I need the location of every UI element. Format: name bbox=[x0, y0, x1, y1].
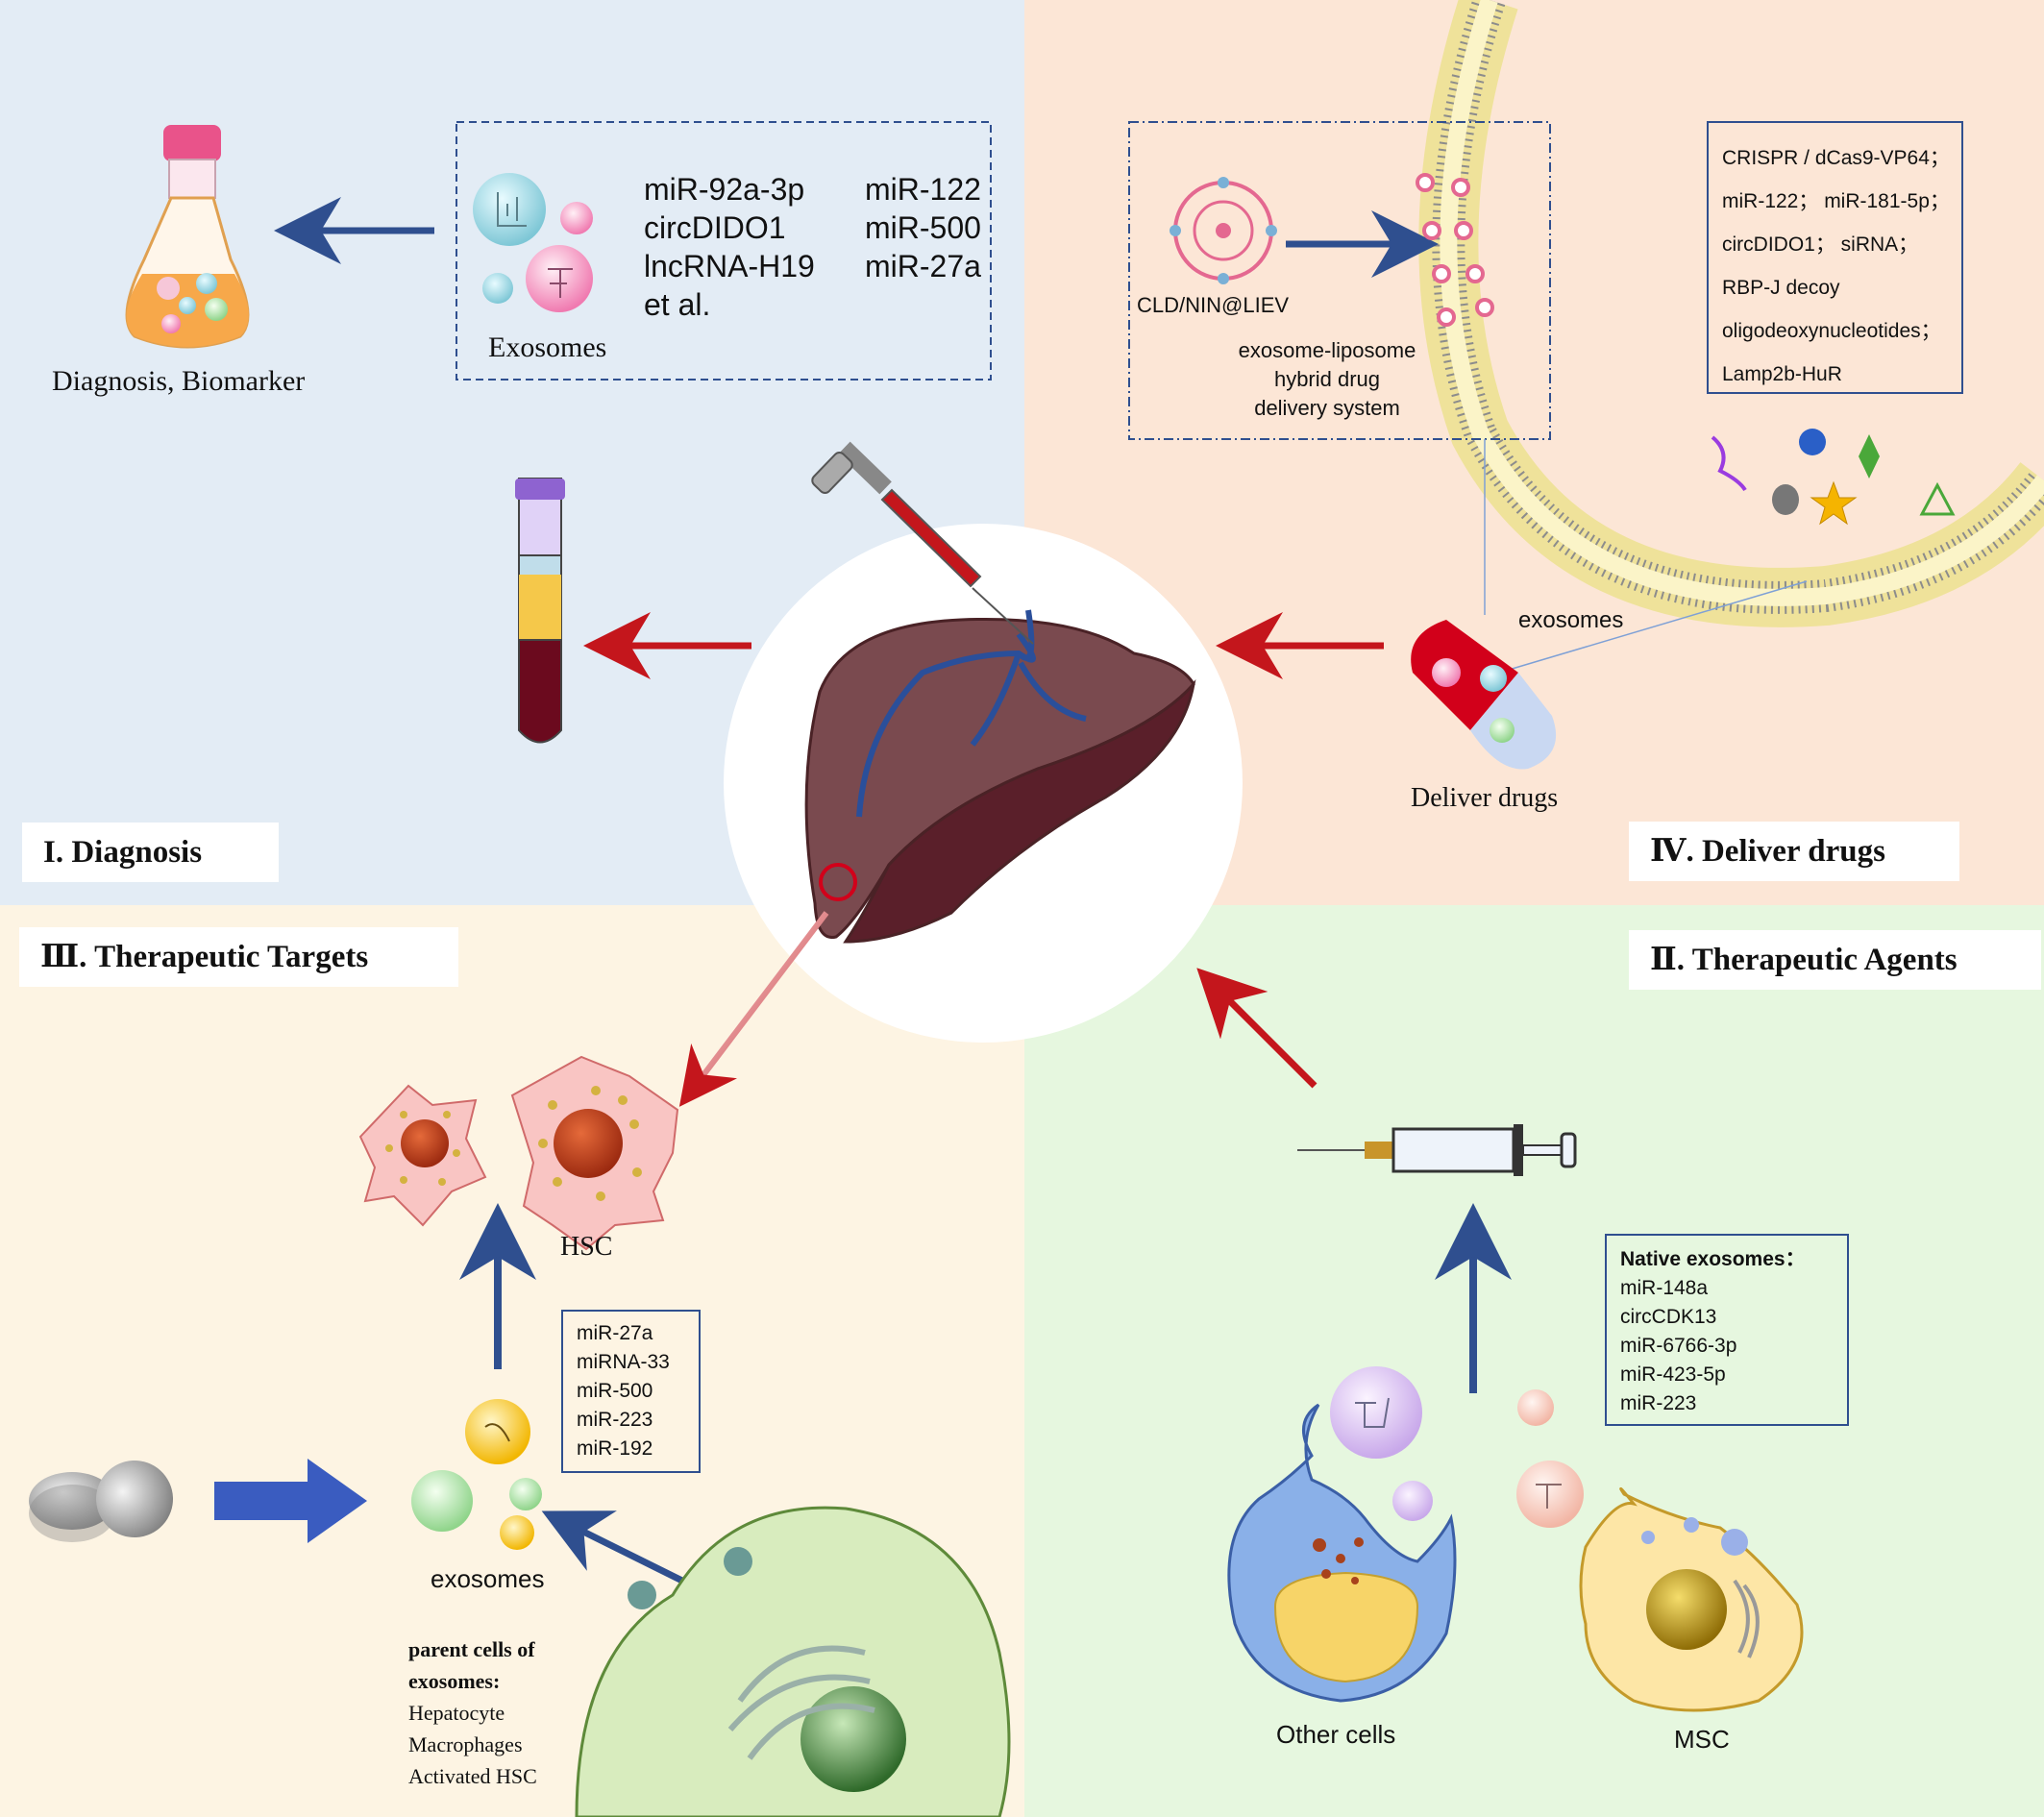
agent-syringe bbox=[1297, 1124, 1577, 1176]
mirna-list: miR-27a miRNA-33 miR-500 miR-223 miR-192 bbox=[577, 1319, 670, 1463]
capsule bbox=[1411, 620, 1557, 770]
parent-cell-item: Macrophages bbox=[408, 1732, 523, 1756]
cargo-item: miR-122； miR-181-5p； bbox=[1722, 190, 1950, 212]
biomarker-item: et al. bbox=[644, 287, 711, 322]
mirna-item: miRNA-33 bbox=[577, 1351, 670, 1373]
hybrid-label-line: delivery system bbox=[1254, 396, 1400, 420]
hybrid-box bbox=[1128, 121, 1551, 440]
culture-flask bbox=[125, 125, 250, 349]
section-label-diagnosis: I. Diagnosis bbox=[22, 823, 279, 882]
msc-label: MSC bbox=[1674, 1725, 1730, 1754]
other-cells-label: Other cells bbox=[1276, 1720, 1396, 1749]
biomarker-item: miR-122 bbox=[865, 172, 981, 207]
cargo-list: CRISPR / dCas9-VP64； miR-122； miR-181-5p… bbox=[1722, 136, 1950, 396]
native-list: Native exosomes： miR-148a circCDK13 miR-… bbox=[1620, 1245, 1806, 1418]
agent-exosomes bbox=[1330, 1366, 1584, 1528]
nanoparticle-label: CLD/NIN@LIEV bbox=[1137, 293, 1290, 317]
mirna-item: miR-500 bbox=[577, 1380, 653, 1402]
mirna-item: miR-27a bbox=[577, 1322, 653, 1344]
parent-cell-item: Hepatocyte bbox=[408, 1701, 505, 1725]
section-label-delivery: Ⅳ. Deliver drugs bbox=[1629, 822, 1959, 881]
hybrid-label-line: hybrid drug bbox=[1273, 367, 1381, 391]
biomarker-item: lncRNA-H19 bbox=[644, 249, 815, 283]
mirna-item: miR-192 bbox=[577, 1437, 653, 1460]
liver bbox=[804, 609, 1196, 944]
native-title: Native exosomes： bbox=[1620, 1248, 1806, 1270]
exosome-cluster bbox=[473, 173, 593, 312]
cargo-item: RBP-J decoy bbox=[1722, 277, 1840, 299]
section-label-agents: Ⅱ. Therapeutic Agents bbox=[1629, 930, 2041, 990]
section-label-targets: Ⅲ. Therapeutic Targets bbox=[19, 927, 458, 987]
exosome-label: Exosomes bbox=[488, 331, 607, 363]
liver-to-hsc-arrow bbox=[678, 911, 829, 1107]
native-item: circCDK13 bbox=[1620, 1306, 1717, 1328]
native-item: miR-148a bbox=[1620, 1277, 1709, 1299]
membrane-fusion-vesicles bbox=[1416, 173, 1494, 327]
target-exosomes-label: exosomes bbox=[431, 1564, 545, 1593]
biomarker-item: miR-500 bbox=[865, 210, 981, 245]
parent-cell-item: Activated HSC bbox=[408, 1764, 537, 1788]
biomarker-list-right: miR-122 miR-500 miR-27a bbox=[865, 170, 981, 285]
pills-arrow bbox=[214, 1459, 367, 1543]
capsule-label: Deliver drugs bbox=[1411, 783, 1559, 813]
flask-label: Diagnosis, Biomarker bbox=[52, 365, 306, 397]
cell-membrane bbox=[1418, 0, 2044, 627]
parent-cell-arrow bbox=[541, 1510, 703, 1594]
parent-cells-title: exosomes: bbox=[408, 1669, 501, 1693]
native-item: miR-6766-3p bbox=[1620, 1335, 1737, 1357]
cargo-item: oligodeoxynucleotides； bbox=[1722, 320, 1941, 342]
native-item: miR-423-5p bbox=[1620, 1363, 1726, 1386]
biomarker-item: miR-27a bbox=[865, 249, 981, 283]
parent-cell bbox=[575, 1506, 1011, 1817]
native-item: miR-223 bbox=[1620, 1392, 1697, 1414]
other-cell bbox=[1227, 1403, 1457, 1703]
capsule-exosomes-label: exosomes bbox=[1518, 607, 1624, 633]
native-box bbox=[1605, 1234, 1849, 1426]
hybrid-label: exosome-liposome hybrid drug delivery sy… bbox=[1220, 336, 1434, 423]
target-exosomes bbox=[411, 1399, 542, 1550]
agents-arrow bbox=[1196, 968, 1318, 1089]
agents-panel bbox=[1024, 905, 2044, 1817]
biomarker-list-left: miR-92a-3p circDIDO1 lncRNA-H19 et al. bbox=[644, 170, 815, 324]
parent-cells-title: parent cells of bbox=[408, 1637, 535, 1661]
biomarker-item: miR-92a-3p bbox=[644, 172, 805, 207]
msc-cell bbox=[1579, 1486, 1804, 1712]
cargo-shapes bbox=[1711, 429, 1956, 526]
hybrid-label-line: exosome-liposome bbox=[1238, 338, 1416, 362]
hsc-cell-large bbox=[510, 1055, 679, 1251]
blood-tube bbox=[515, 478, 565, 744]
cargo-item: Lamp2b-HuR bbox=[1722, 363, 1842, 385]
biomarker-item: circDIDO1 bbox=[644, 210, 786, 245]
syringe-into-liver bbox=[811, 441, 1034, 645]
nanoparticle bbox=[1170, 177, 1277, 284]
zoom-line-bottom bbox=[1498, 580, 1808, 674]
mirna-box bbox=[561, 1310, 701, 1473]
cargo-box bbox=[1707, 121, 1963, 394]
biomarker-box bbox=[456, 121, 992, 381]
pills bbox=[29, 1461, 173, 1542]
mirna-item: miR-223 bbox=[577, 1409, 653, 1431]
cargo-item: CRISPR / dCas9-VP64； bbox=[1722, 147, 1950, 169]
hsc-cell-small bbox=[358, 1084, 487, 1227]
cargo-item: circDIDO1； siRNA； bbox=[1722, 233, 1919, 256]
hsc-label: HSC bbox=[560, 1232, 613, 1262]
parent-cells-block: parent cells of exosomes: Hepatocyte Mac… bbox=[408, 1633, 537, 1792]
lesion-marker bbox=[819, 863, 857, 901]
